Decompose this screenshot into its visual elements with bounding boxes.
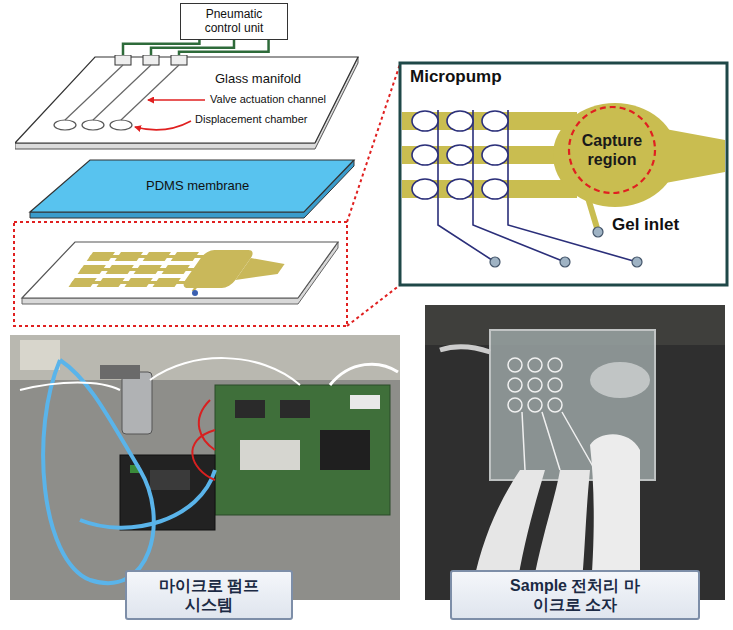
- capture-region-circle: Capture region: [567, 105, 657, 195]
- node-text: Pneumatic control unit: [189, 7, 279, 36]
- pdms-membrane-layer: PDMS membrane: [28, 158, 358, 220]
- node-text: Capture region: [572, 131, 652, 169]
- zoom-frame: [14, 222, 347, 326]
- caption-box: 마이크로 펌프 시스템: [125, 570, 293, 620]
- node-text: Glass manifold: [215, 71, 301, 87]
- node-text: Sample 전처리 마이크로 소자: [510, 576, 640, 614]
- node-text: 마이크로 펌프 시스템: [149, 576, 269, 614]
- control-unit-box: Pneumatic control unit: [180, 3, 288, 40]
- caption-box: Sample 전처리 마이크로 소자: [450, 570, 700, 620]
- part-label: Displacement chamber: [195, 113, 308, 126]
- node-text: PDMS membrane: [146, 178, 249, 194]
- device-photo: [425, 305, 725, 600]
- part-label: Valve actuation channel: [210, 93, 326, 106]
- pneumatic-tube: [179, 40, 269, 55]
- pump-system-photo: [10, 335, 400, 600]
- capture-region-circle-outline: [567, 105, 657, 195]
- part-label: Gel inlet: [612, 215, 679, 235]
- chip-layer: [22, 242, 338, 304]
- panel-title: Micropump: [410, 67, 502, 87]
- zoom-panel: [400, 63, 727, 285]
